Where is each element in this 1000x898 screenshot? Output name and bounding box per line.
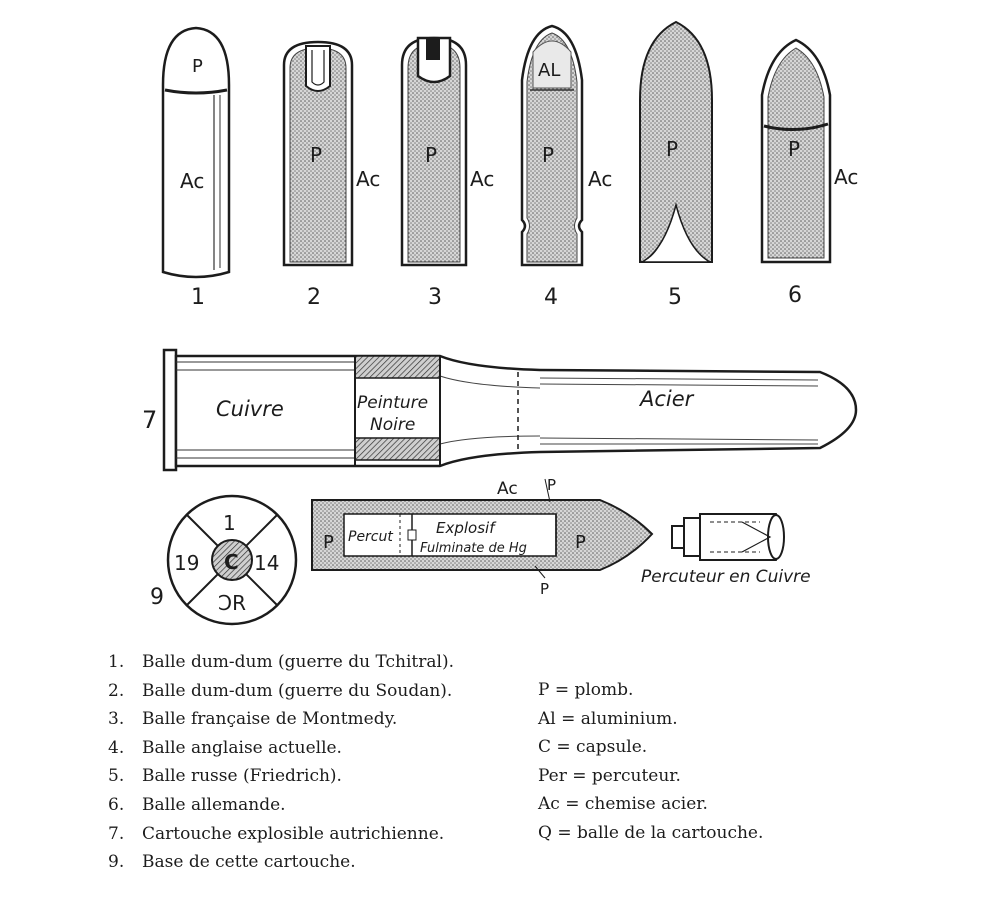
bullet-4-ac-label: Ac [588, 167, 612, 191]
bullet-number-5: 5 [668, 285, 682, 310]
legend-item: 5.Balle russe (Friedrich). [108, 766, 342, 787]
bullet-number-3: 3 [428, 285, 442, 310]
bullet-2-ac-label: Ac [356, 167, 380, 191]
bullet-3-p-label: P [425, 143, 437, 167]
base-bottom-label: ƆR [218, 591, 246, 615]
legend-item: 6.Balle allemande. [108, 794, 286, 815]
legend-item: 2.Balle dum-dum (guerre du Soudan). [108, 680, 453, 701]
striker: Percuteur en Cuivre [641, 513, 811, 587]
bullet-6: P Ac 6 [760, 38, 858, 308]
base-left-label: 19 [174, 551, 199, 575]
bullet-diagram: P Ac 1 P Ac 2 P Ac 3 AL P Ac 4 P [142, 20, 858, 626]
bullet-6-ac-label: Ac [834, 165, 858, 189]
bullet-1-p-label: P [192, 56, 203, 77]
section-p-bottom-label: P [540, 580, 549, 598]
legend-item: 9.Base de cette cartouche. [108, 852, 356, 873]
legend-abbreviations: P = plomb. Al = aluminium. C = capsule. … [538, 676, 868, 848]
cartridge-paint-label-1: Peinture [357, 393, 428, 413]
bullet-2-p-label: P [310, 143, 322, 167]
section-p-top-label: P [547, 476, 556, 494]
bullet-number-1: 1 [191, 285, 205, 310]
abbreviation-item: Ac = chemise acier. [538, 794, 708, 815]
bullet-3-ac-label: Ac [470, 167, 494, 191]
cartridge-copper-label: Cuivre [216, 397, 284, 421]
section-p-left-label: P [323, 532, 334, 553]
bullet-5: P 5 [639, 20, 713, 310]
bullet-2: P Ac 2 [282, 40, 380, 310]
abbreviation-item: C = capsule. [538, 737, 648, 758]
legend-item: 4.Balle anglaise actuelle. [108, 737, 342, 758]
bullet-4-p-label: P [542, 143, 554, 167]
base-center-label: C [224, 550, 239, 574]
base-top-label: 1 [223, 511, 236, 535]
section-p-right-label: P [575, 532, 586, 553]
bullet-4-al-label: AL [538, 60, 560, 81]
abbreviation-item: Q = balle de la cartouche. [538, 822, 764, 843]
cartridge-section: Ac P P P P Percut Explosif Fulminate de … [311, 476, 654, 598]
bullet-1: P Ac 1 [161, 26, 231, 310]
striker-label: Percuteur en Cuivre [641, 567, 811, 587]
section-fulminate-label: Fulminate de Hg [420, 541, 527, 556]
section-percut-label: Percut [348, 529, 393, 545]
bullet-4: AL P Ac 4 [520, 24, 612, 310]
bullet-3: P Ac 3 [400, 36, 494, 310]
abbreviation-item: Per = percuteur. [538, 765, 681, 786]
abbreviation-item: Al = aluminium. [538, 708, 678, 729]
caption-legend: 1.Balle dum-dum (guerre du Tchitral). 2.… [108, 648, 868, 878]
bullet-1-ac-label: Ac [180, 169, 204, 193]
cartridge-7: 7 Cuivre Peinture Noire Acier [142, 348, 858, 472]
legend-items: 1.Balle dum-dum (guerre du Tchitral). 2.… [108, 648, 528, 877]
section-explosif-label: Explosif [436, 519, 497, 537]
legend-item: 3.Balle française de Montmedy. [108, 709, 398, 730]
abbreviation-item: P = plomb. [538, 680, 634, 700]
legend-item: 7.Cartouche explosible autrichienne. [108, 823, 445, 844]
bullet-6-p-label: P [788, 137, 800, 161]
cartridge-base-9: 1 19 14 C ƆR 9 [150, 494, 298, 626]
base-right-label: 14 [254, 551, 279, 575]
figure-number-7: 7 [142, 406, 157, 434]
bullet-number-4: 4 [544, 285, 558, 310]
figure-number-9: 9 [150, 585, 164, 610]
bullet-number-2: 2 [307, 285, 321, 310]
cartridge-steel-label: Acier [638, 387, 695, 411]
cartridge-paint-label-2: Noire [370, 415, 415, 435]
bullet-5-p-label: P [666, 137, 678, 161]
section-ac-label: Ac [497, 479, 518, 499]
bullet-number-6: 6 [788, 283, 802, 308]
legend-item: 1.Balle dum-dum (guerre du Tchitral). [108, 652, 454, 672]
